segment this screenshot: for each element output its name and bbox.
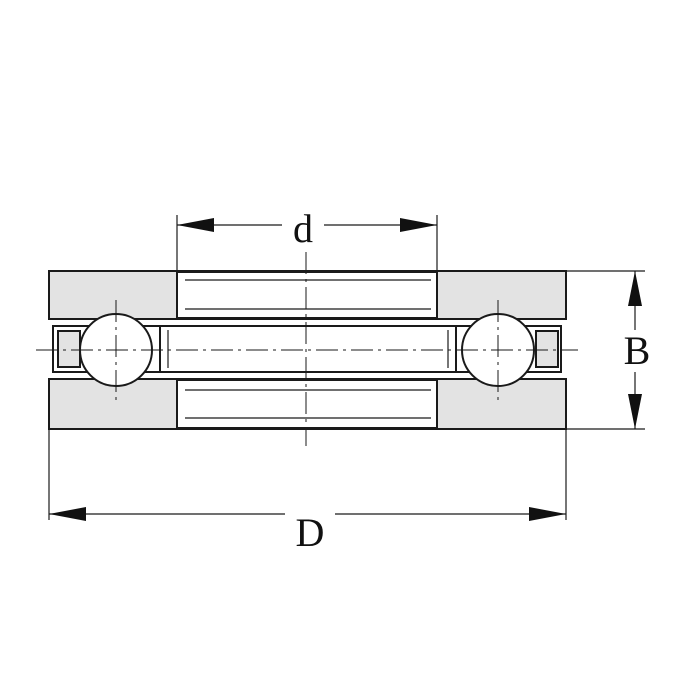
upper-washer-bore (176, 271, 438, 319)
cage-left-pocket (57, 330, 81, 368)
outer-diameter-label: D (296, 510, 325, 555)
height-label: B (624, 328, 651, 373)
d-arrow-left (177, 218, 214, 232)
B-arrow-bottom (628, 394, 642, 429)
lower-washer-bore (176, 379, 438, 429)
d-arrow-right (400, 218, 437, 232)
bore-label: d (293, 206, 313, 251)
cage-inner-ring (159, 325, 457, 373)
D-arrow-right (529, 507, 566, 521)
B-arrow-top (628, 271, 642, 306)
cage-right-pocket (535, 330, 559, 368)
D-arrow-left (49, 507, 86, 521)
